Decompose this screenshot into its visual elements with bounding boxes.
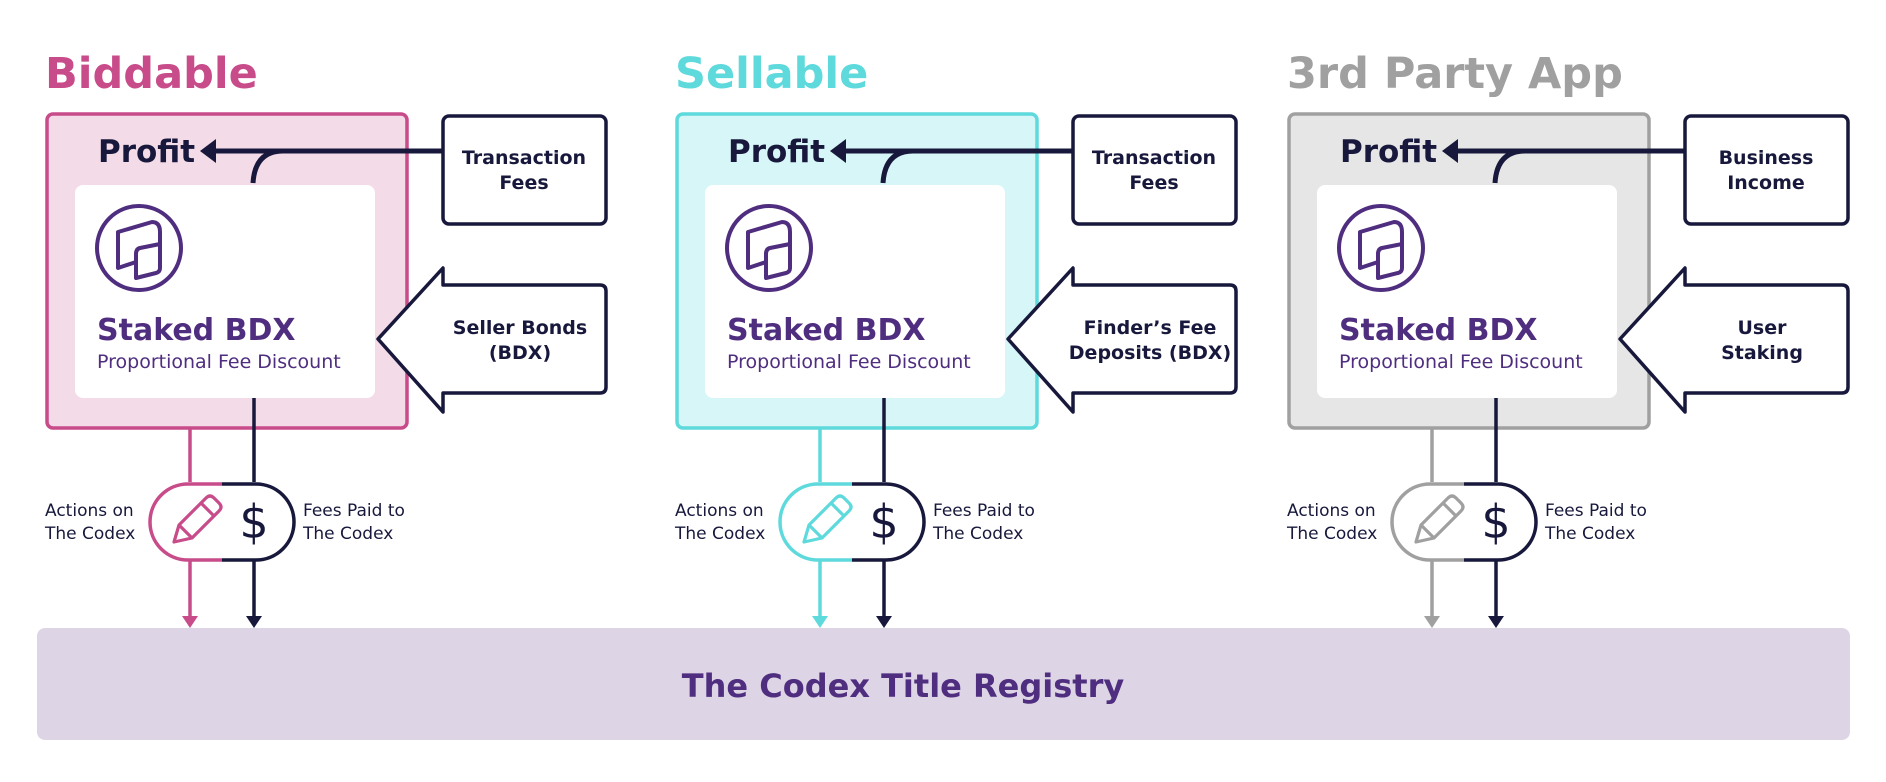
- top-box-label: Fees: [499, 172, 548, 194]
- fees-pill-right: [1464, 482, 1538, 562]
- fees-label: The Codex: [302, 524, 393, 544]
- panel-title: Biddable: [45, 49, 258, 99]
- profit-label: Profit: [728, 134, 825, 170]
- side-box-label: Finder’s Fee: [1084, 317, 1217, 339]
- arrowhead: [876, 616, 892, 628]
- pencil-icon: [802, 494, 853, 544]
- pencil-icon: [172, 494, 223, 544]
- fees-label: Fees Paid to: [1545, 501, 1647, 521]
- arrowhead: [182, 616, 198, 628]
- dollar-icon: $: [1481, 495, 1510, 549]
- registry-label: The Codex Title Registry: [682, 667, 1125, 705]
- side-box-label: User: [1738, 317, 1788, 339]
- arrowhead: [1442, 139, 1458, 163]
- side-arrow-box: [1618, 266, 1850, 414]
- fees-label: Fees Paid to: [303, 501, 405, 521]
- actions-label: Actions on: [675, 501, 764, 521]
- top-box-label: Transaction: [462, 147, 586, 169]
- panel-title: 3rd Party App: [1287, 49, 1623, 99]
- actions-label: The Codex: [1286, 524, 1377, 544]
- top-box-label: Income: [1727, 172, 1805, 194]
- fees-label: Fees Paid to: [933, 501, 1035, 521]
- top-box: [441, 114, 608, 226]
- side-box-label: Deposits (BDX): [1069, 342, 1231, 364]
- fees-label: The Codex: [1544, 524, 1635, 544]
- staked-subtitle: Proportional Fee Discount: [97, 351, 341, 373]
- side-arrow-box: [376, 266, 608, 414]
- side-box-label: (BDX): [489, 342, 551, 364]
- actions-label: Actions on: [1287, 501, 1376, 521]
- side-box-label: Staking: [1721, 342, 1803, 364]
- codex-logo-icon: [725, 204, 813, 292]
- arrowhead: [1488, 616, 1504, 628]
- staked-title: Staked BDX: [97, 313, 296, 348]
- side-box-label: Seller Bonds: [453, 317, 587, 339]
- actions-pill-left: [1390, 482, 1464, 562]
- arrowhead: [200, 139, 216, 163]
- profit-label: Profit: [1340, 134, 1437, 170]
- fees-pill-right: [852, 482, 926, 562]
- arrowhead: [812, 616, 828, 628]
- top-box: [1683, 114, 1850, 226]
- codex-logo-icon: [95, 204, 183, 292]
- fees-label: The Codex: [932, 524, 1023, 544]
- staked-title: Staked BDX: [1339, 313, 1538, 348]
- dollar-icon: $: [239, 495, 268, 549]
- panel-title: Sellable: [675, 49, 868, 99]
- fees-pill-right: [222, 482, 296, 562]
- actions-pill-left: [778, 482, 852, 562]
- top-box-label: Transaction: [1092, 147, 1216, 169]
- top-box-label: Business: [1719, 147, 1814, 169]
- codex-logo-icon: [1337, 204, 1425, 292]
- staked-card: [705, 185, 1005, 398]
- registry-bar: [37, 628, 1850, 740]
- staked-title: Staked BDX: [727, 313, 926, 348]
- actions-pill-left: [148, 482, 222, 562]
- staked-card: [1317, 185, 1617, 398]
- staked-subtitle: Proportional Fee Discount: [727, 351, 971, 373]
- actions-label: Actions on: [45, 501, 134, 521]
- arrowhead: [1424, 616, 1440, 628]
- staked-subtitle: Proportional Fee Discount: [1339, 351, 1583, 373]
- pencil-icon: [1414, 494, 1465, 544]
- actions-label: The Codex: [674, 524, 765, 544]
- side-arrow-box: [1006, 266, 1238, 414]
- top-box: [1071, 114, 1238, 226]
- top-box-label: Fees: [1129, 172, 1178, 194]
- arrowhead: [830, 139, 846, 163]
- staked-card: [75, 185, 375, 398]
- actions-label: The Codex: [44, 524, 135, 544]
- dollar-icon: $: [869, 495, 898, 549]
- profit-label: Profit: [98, 134, 195, 170]
- arrowhead: [246, 616, 262, 628]
